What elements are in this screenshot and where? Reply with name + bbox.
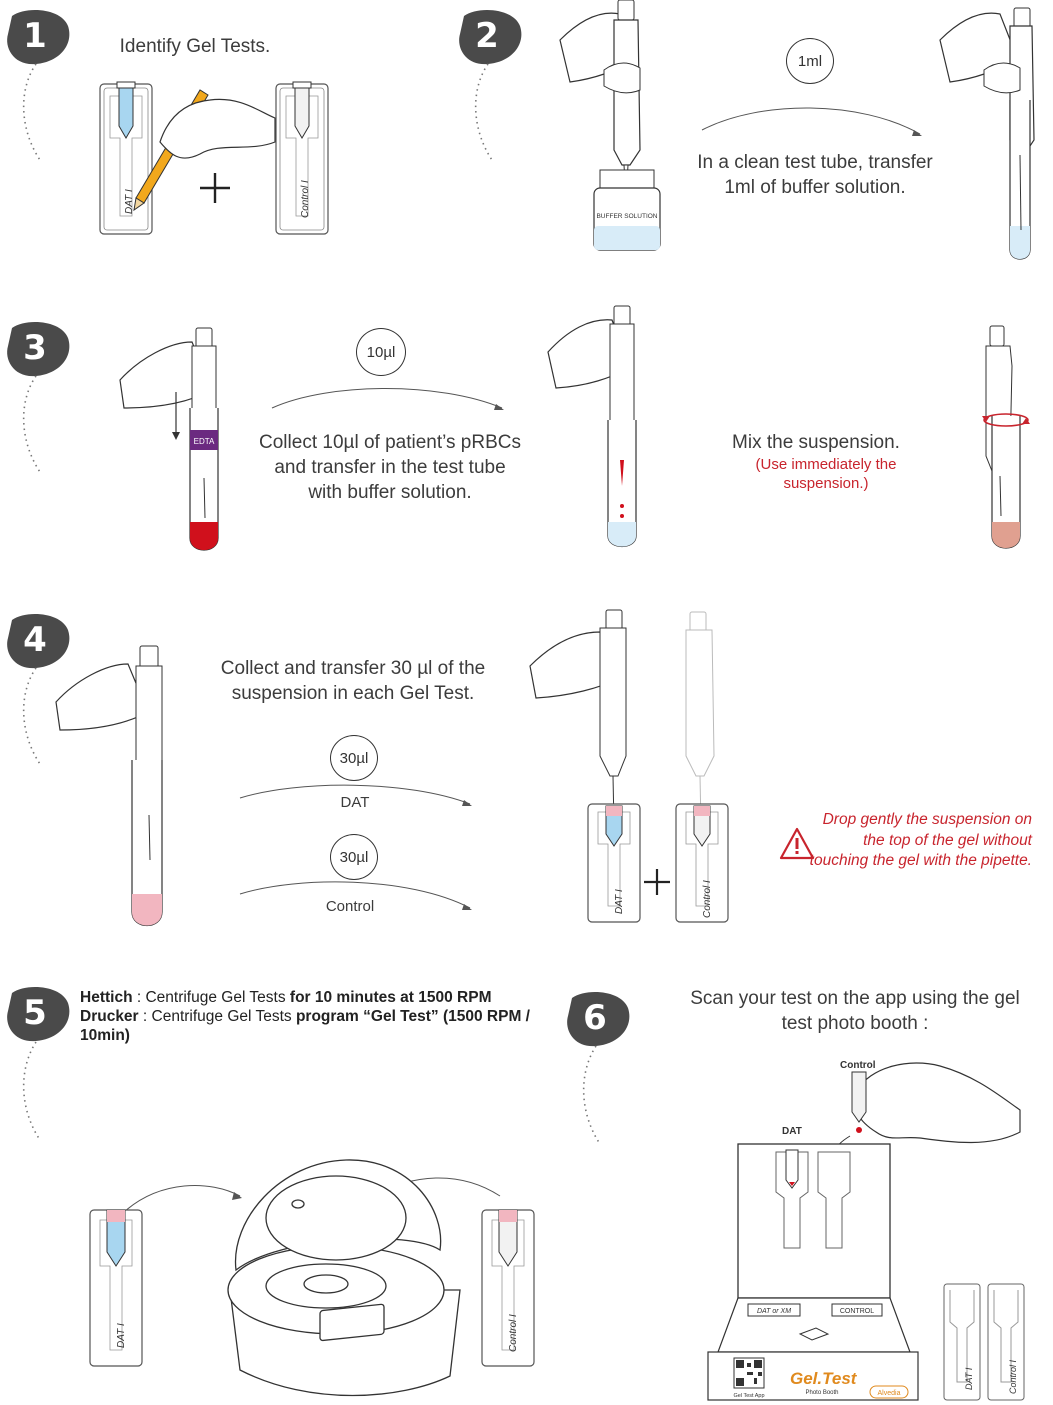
svg-text:Control I: Control I <box>300 180 311 218</box>
svg-text:Gel Test App: Gel Test App <box>733 1393 764 1399</box>
gel-card-icon: Control I <box>988 1284 1024 1400</box>
step-6-text: Scan your test on the app using the gel … <box>690 986 1020 1036</box>
svg-text:Control I: Control I <box>702 880 713 918</box>
svg-text:DAT I: DAT I <box>116 1323 127 1348</box>
hettich-text: : Centrifuge Gel Tests <box>133 989 290 1006</box>
step-3-text: Collect 10µl of patient’s pRBCs and tran… <box>258 430 522 505</box>
hand-icon <box>160 99 275 158</box>
step-4-text: Collect and transfer 30 µl of the suspen… <box>186 656 520 706</box>
svg-text:DAT I: DAT I <box>124 189 135 214</box>
pipette-suspension-icon <box>56 640 176 932</box>
drucker-label: Drucker <box>80 1008 139 1025</box>
pipette-blood-icon: EDTA <box>120 318 240 554</box>
step-1-gel-cards: DAT I Control I <box>100 82 360 242</box>
pipette-in-tube-icon <box>940 0 1050 270</box>
svg-text:BUFFER SOLUTION: BUFFER SOLUTION <box>596 213 657 220</box>
pipette-drop-icon <box>548 300 658 554</box>
qr-code-icon <box>734 1358 764 1388</box>
step-5-text: Hettich : Centrifuge Gel Tests for 10 mi… <box>80 988 550 1045</box>
hettich-label: Hettich <box>80 989 133 1006</box>
svg-text:DAT I: DAT I <box>614 889 625 914</box>
gel-card-icon: Control I <box>676 804 728 922</box>
hand-icon <box>854 1063 1020 1142</box>
gel-card-icon: DAT I <box>100 82 152 234</box>
svg-text:EDTA: EDTA <box>194 437 215 446</box>
hettich-setting: for 10 minutes at 1500 RPM <box>290 989 492 1006</box>
svg-text:DAT or XM: DAT or XM <box>757 1308 791 1315</box>
amount-10ul-badge: 10µl <box>356 328 406 376</box>
gel-card-icon: DAT I <box>90 1210 142 1366</box>
svg-text:CONTROL: CONTROL <box>840 1308 874 1315</box>
photo-booth-icon: DAT DAT or XM CONTROL Gel Test App Gel.T… <box>708 1126 918 1400</box>
mix-tube-icon <box>980 326 1040 554</box>
centrifuge-scene: DAT I Control I <box>80 1140 550 1402</box>
step-4-gel-cards: DAT I Control I <box>530 606 750 926</box>
step-1-text: Identify Gel Tests. <box>100 34 290 59</box>
svg-text:DAT I: DAT I <box>964 1367 974 1390</box>
amount-1ml-badge: 1ml <box>786 38 834 84</box>
photo-booth-scene: Control DAT DAT or XM CONTROL Gel Test A… <box>700 1052 1030 1402</box>
mix-text: Mix the suspension. <box>716 430 916 455</box>
gel-card-icon: DAT I <box>944 1284 980 1400</box>
gel-card-icon: DAT I <box>588 804 640 922</box>
svg-text:Control I: Control I <box>508 1314 519 1352</box>
step-2-text: In a clean test tube, transfer 1ml of bu… <box>690 150 940 200</box>
drucker-text: : Centrifuge Gel Tests <box>139 1008 296 1025</box>
svg-text:DAT: DAT <box>782 1126 802 1137</box>
transfer-arrow <box>270 384 510 418</box>
svg-text:Control I: Control I <box>1008 1359 1018 1394</box>
pipette-buffer-icon: BUFFER SOLUTION <box>560 0 670 252</box>
label-dat: DAT <box>310 790 400 815</box>
amount-dat-badge: 30µl <box>330 735 378 781</box>
mix-note: (Use immediately the suspension.) <box>746 455 906 493</box>
gel-card-icon: Control I <box>482 1210 534 1366</box>
warning-text: Drop gently the suspension on the top of… <box>808 810 1032 872</box>
gel-card-icon: Control I <box>276 82 328 234</box>
amount-control-badge: 30µl <box>330 834 378 880</box>
label-control: Control <box>300 894 400 919</box>
svg-text:Photo Booth: Photo Booth <box>805 1390 838 1396</box>
transfer-arrow <box>700 100 930 140</box>
centrifuge-icon <box>228 1160 460 1396</box>
svg-text:Gel.Test: Gel.Test <box>790 1369 858 1388</box>
svg-text:Alvedia: Alvedia <box>878 1390 901 1397</box>
svg-text:Control: Control <box>840 1060 876 1071</box>
